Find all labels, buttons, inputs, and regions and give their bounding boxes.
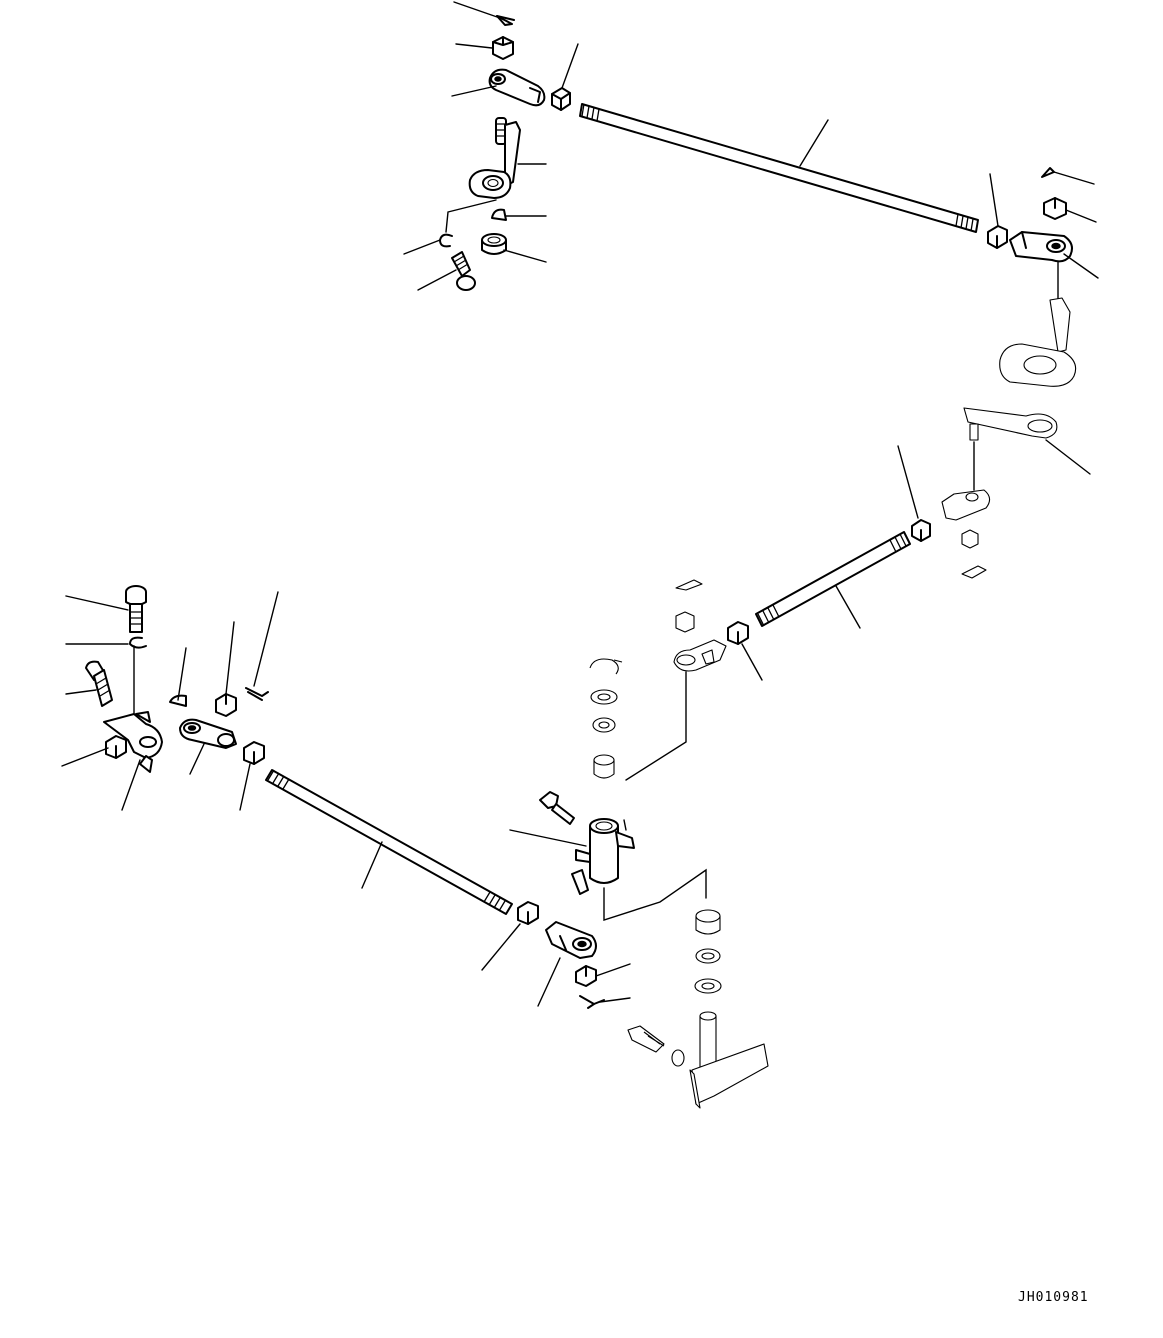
- middle-rod-thread-right: [889, 533, 907, 553]
- castle-nut-right: [1043, 197, 1067, 220]
- lower-rod-thread-left: [267, 769, 290, 790]
- leader-11: [989, 173, 999, 227]
- hex-nut-center-rod: [727, 621, 749, 645]
- leader-15: [1045, 439, 1091, 475]
- hex-nut-rod-top: [551, 87, 571, 111]
- woodruff-key: [491, 208, 507, 221]
- bolt-left-side: [85, 660, 113, 707]
- leader-27: [189, 743, 205, 775]
- hex-nut-left-rod: [243, 741, 265, 765]
- left-lever-assembly: [85, 585, 269, 773]
- center-assembly: [517, 579, 769, 1109]
- leader-22: [177, 647, 187, 701]
- middle-rod-thread-left: [757, 604, 780, 627]
- ghost-bushing-lower: [695, 909, 721, 935]
- leader-9: [417, 269, 457, 291]
- middle-right-lever: [911, 407, 1058, 579]
- clamp-lever-left: [103, 711, 163, 773]
- drawing-code-label: JH010981: [1018, 1290, 1089, 1305]
- castle-nut-top: [492, 36, 514, 60]
- ghost-washer-center: [590, 689, 618, 705]
- leader-8: [503, 249, 547, 263]
- middle-tie-rod: [755, 531, 911, 627]
- rod-end-lower: [545, 921, 597, 959]
- rod-end-top: [488, 68, 546, 107]
- ghost-lever-right: [999, 297, 1077, 387]
- leader-32: [537, 957, 561, 1007]
- ghost-seal-lower: [695, 948, 721, 964]
- rod-end-left: [179, 718, 237, 749]
- hex-nut-lower-rod: [517, 901, 539, 925]
- castle-nut-left: [215, 693, 237, 717]
- pivot-housing: [571, 818, 635, 895]
- ghost-castle-nut-middle: [961, 529, 979, 549]
- snap-ring-top: [439, 233, 453, 248]
- ghost-bolt-lower: [627, 1025, 685, 1067]
- leader-10: [799, 119, 829, 167]
- leader-13: [1065, 209, 1097, 223]
- leader-2: [455, 43, 493, 49]
- castle-nut-lower: [575, 965, 597, 987]
- ghost-bushing-center: [593, 754, 615, 779]
- ghost-rod-end-center: [673, 639, 727, 672]
- leader-3: [451, 85, 497, 97]
- ghost-washer-lower: [694, 978, 722, 994]
- upper-rod-thread-left: [581, 103, 600, 122]
- hex-nut-left: [105, 735, 127, 759]
- leader-17: [835, 585, 861, 629]
- ghost-bellcrank: [963, 407, 1058, 441]
- leader-34: [599, 997, 631, 1003]
- leader-lines: [61, 1, 1099, 1007]
- upper-lever-assembly: [439, 15, 571, 291]
- bolt-top: [451, 251, 476, 291]
- leader-4: [561, 43, 579, 89]
- leader-21: [65, 689, 97, 695]
- leader-31: [481, 923, 521, 971]
- leader-28: [239, 763, 251, 811]
- leader-12: [1053, 171, 1095, 185]
- upper-right-end: [987, 167, 1077, 387]
- hex-nut-right-top: [987, 225, 1008, 249]
- bushing-top: [481, 233, 507, 255]
- upper-tie-rod: [579, 103, 979, 233]
- leader-14: [1063, 253, 1099, 279]
- ghost-seal-center: [592, 717, 616, 733]
- leader-29: [361, 841, 383, 889]
- leader-30: [509, 829, 587, 847]
- ghost-cotter-pin-center: [675, 579, 703, 591]
- ghost-snap-ring-center: [589, 658, 623, 675]
- leader-33: [595, 963, 631, 977]
- leader-23: [225, 621, 235, 695]
- ghost-cotter-pin-middle: [961, 565, 987, 579]
- leader-26: [121, 759, 141, 811]
- snap-ring-left: [129, 636, 147, 649]
- leader-18: [741, 643, 763, 681]
- ghost-castle-nut-center: [675, 611, 695, 633]
- cotter-pin-right: [1041, 167, 1055, 178]
- leader-1: [453, 1, 501, 19]
- lower-rod-thread-right: [483, 891, 506, 912]
- rod-end-right: [1009, 231, 1073, 263]
- lever-arm-top: [468, 121, 521, 199]
- lower-tie-rod: [265, 769, 513, 915]
- leader-7: [403, 239, 441, 255]
- leader-25: [61, 747, 109, 767]
- leader-19: [65, 595, 129, 611]
- bolt-left-top: [125, 585, 147, 633]
- leader-16: [897, 445, 919, 519]
- leader-24: [253, 591, 279, 687]
- hex-nut-middle-right: [911, 519, 931, 542]
- cotter-pin-top: [496, 15, 515, 26]
- ghost-bracket-shaft: [689, 1011, 769, 1109]
- grease-fitting: [539, 791, 575, 825]
- ghost-rod-end-middle: [941, 489, 991, 521]
- upper-rod-thread-right: [955, 213, 974, 232]
- cotter-pin-left: [245, 687, 269, 701]
